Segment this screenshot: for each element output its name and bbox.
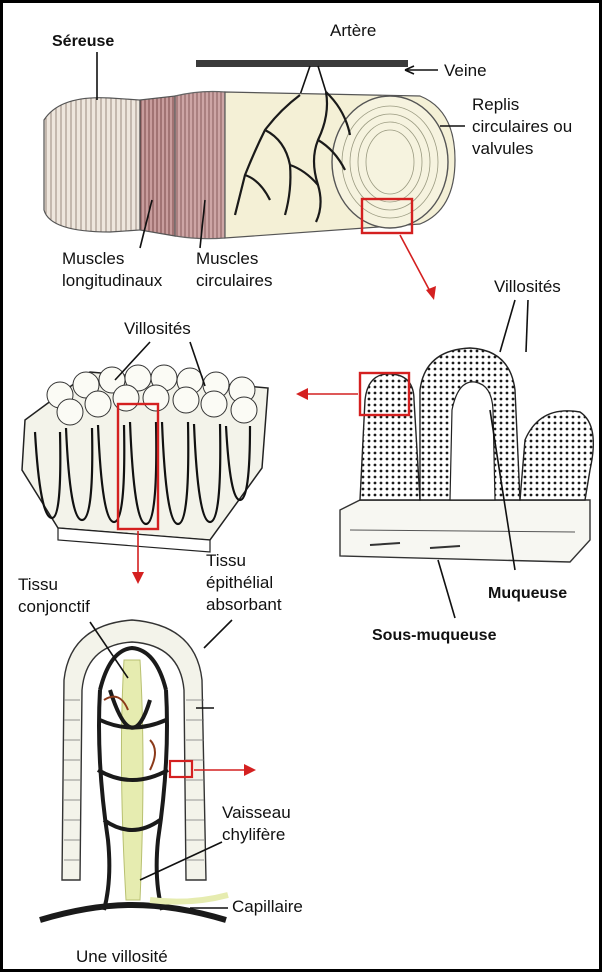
label-submucosa: Sous-muqueuse	[372, 627, 497, 644]
tube-opening	[332, 96, 448, 228]
label-lacteal-line2: chylifère	[222, 825, 285, 844]
label-epithelium-line3: absorbant	[206, 595, 282, 614]
label-capillary: Capillaire	[232, 897, 303, 916]
label-caption: Une villosité	[76, 947, 168, 966]
label-artery: Artère	[330, 21, 376, 40]
circular-muscle-layer	[175, 92, 225, 239]
label-lacteal-line1: Vaisseau	[222, 803, 291, 822]
label-connective-line2: conjonctif	[18, 597, 90, 616]
artery-vein-bar	[196, 60, 408, 67]
label-villi-left: Villosités	[124, 319, 191, 338]
label-epithelium-line1: Tissu	[206, 551, 246, 570]
label-circ-muscles-line2: circulaires	[196, 271, 273, 290]
label-long-muscles-line2: longitudinaux	[62, 271, 163, 290]
label-villi-right: Villosités	[494, 277, 561, 296]
label-circ-muscles-line1: Muscles	[196, 249, 258, 268]
longitudinal-muscle-layer	[140, 96, 175, 236]
villus-shape-1	[360, 374, 420, 500]
label-epithelium-line2: épithélial	[206, 573, 273, 592]
label-folds-line1: Replis	[472, 95, 519, 114]
serosa-layer	[44, 98, 140, 232]
label-vein: Veine	[444, 61, 487, 80]
label-folds-line2: circulaires ou	[472, 117, 572, 136]
label-long-muscles-line1: Muscles	[62, 249, 124, 268]
label-mucosa: Muqueuse	[488, 585, 567, 602]
label-serosa: Séreuse	[52, 33, 114, 50]
label-connective-line1: Tissu	[18, 575, 58, 594]
label-folds-line3: valvules	[472, 139, 533, 158]
